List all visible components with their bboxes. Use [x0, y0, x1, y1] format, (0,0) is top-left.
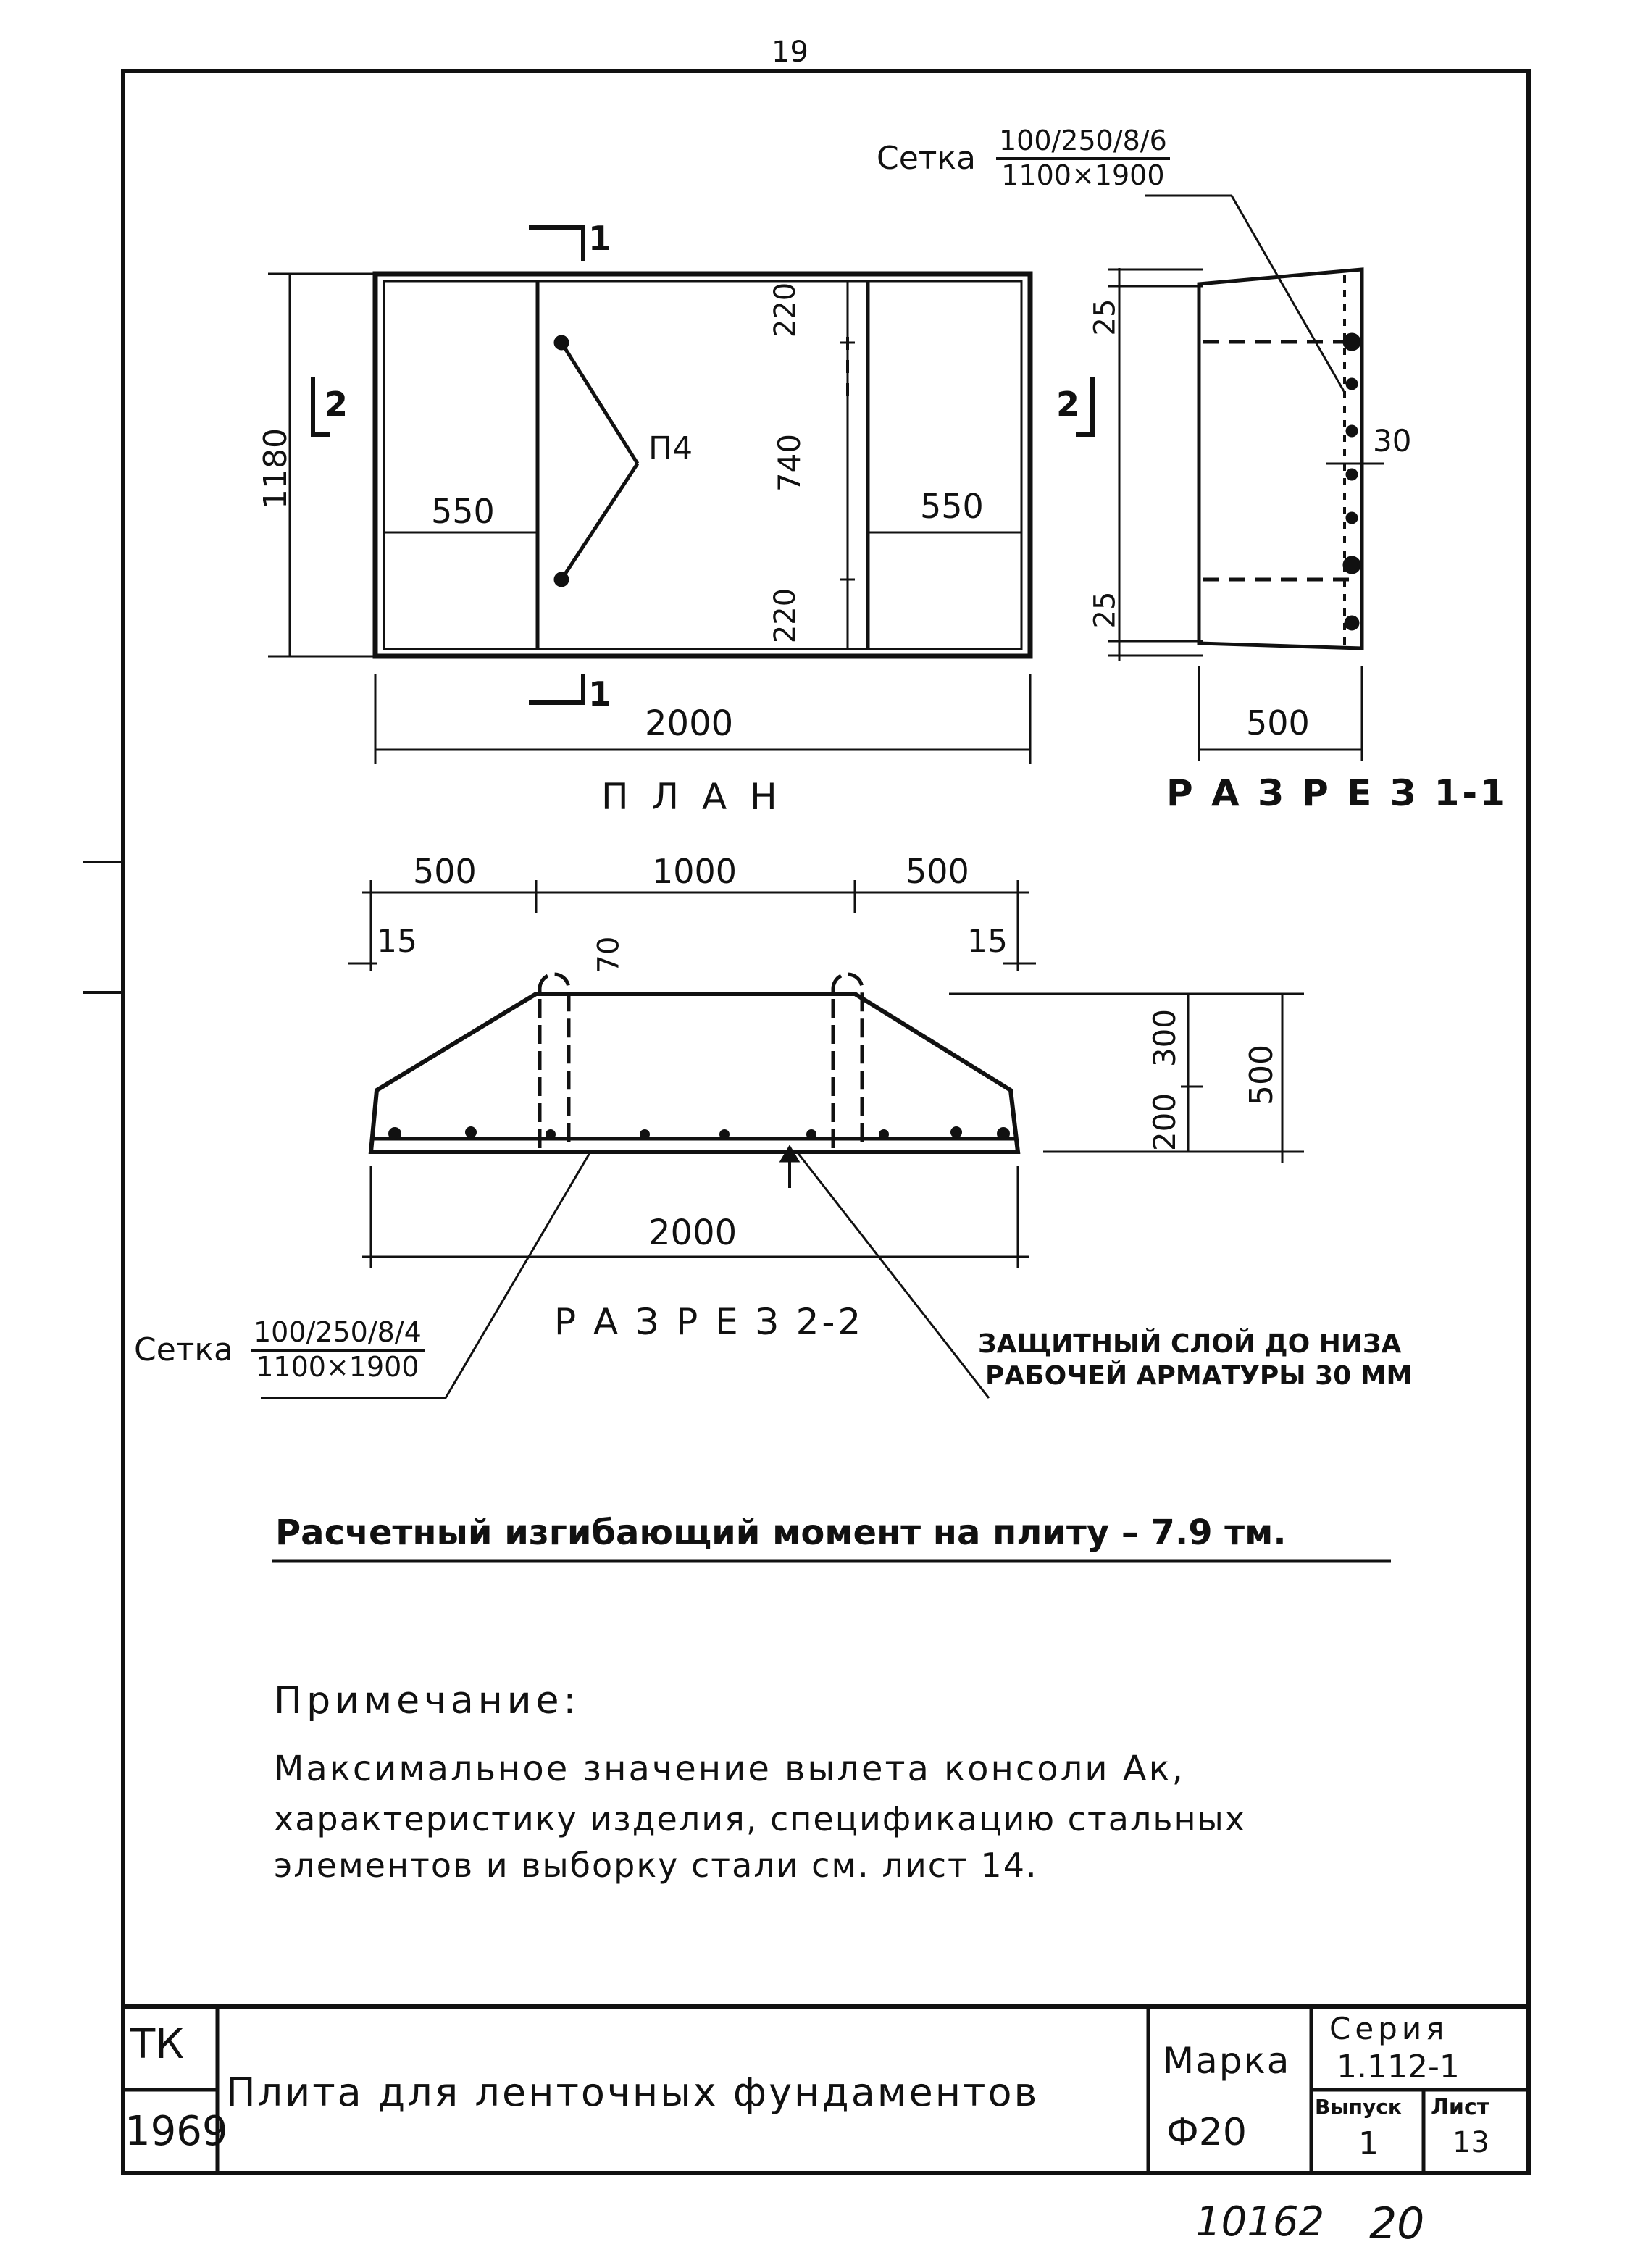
note-line-1: Максимальное значение вылета консоли Ак, [274, 1749, 1185, 1789]
section-2-2-dim-200: 200 [1147, 1092, 1183, 1152]
plan-dim-height: 1180 [256, 428, 294, 509]
plan-dim-740: 740 [772, 433, 808, 493]
section-2-2-mesh-fraction: 100/250/8/4 1100×1900 [250, 1318, 425, 1383]
title-block-list-value: 13 [1453, 2126, 1489, 2159]
title-block-list-label: Лист [1431, 2095, 1490, 2120]
section-2-2-mesh-label: Сетка 100/250/8/4 1100×1900 [134, 1318, 425, 1382]
page-number-top: 19 [772, 35, 808, 69]
note-line-2: характеристику изделия, спецификацию ста… [274, 1799, 1247, 1838]
section-2-2-dim-mid: 1000 [652, 852, 737, 891]
title-block-vypusk-label: Выпуск [1315, 2095, 1402, 2119]
section-2-2-cover-note-1: ЗАЩИТНЫЙ СЛОЙ ДО НИЗА [978, 1329, 1402, 1359]
section-1-1-mesh-den: 1100×1900 [1001, 159, 1165, 191]
title-block-org: ТК [130, 2021, 184, 2068]
section-2-2-mesh-den: 1100×1900 [256, 1350, 419, 1383]
section-1-1-mesh-num: 100/250/8/6 [995, 126, 1170, 160]
title-block-marka-label: Марка [1163, 2040, 1291, 2082]
section-2-2-dim-500: 500 [1242, 1045, 1280, 1105]
section-2-2-dim-edge-left: 15 [377, 923, 417, 960]
section-2-2-dim-left: 500 [413, 852, 477, 891]
plan-section-mark-left: 2 [325, 385, 348, 424]
section-2-2-title: Р А З Р Е З 2-2 [554, 1301, 864, 1343]
title-block-seria-value: 1.112-1 [1337, 2049, 1460, 2085]
plan-section-mark-bottom: 1 [588, 674, 612, 714]
section-2-2-dim-300: 300 [1147, 1008, 1183, 1068]
section-2-2-cover-note-2: РАБОЧЕЙ АРМАТУРЫ 30 ММ [985, 1361, 1413, 1391]
section-2-2-dim-total: 2000 [648, 1213, 737, 1253]
section-1-1-dim-width: 500 [1246, 703, 1310, 742]
plan-outline [372, 271, 1033, 659]
plan-dim-220-top: 220 [769, 282, 803, 338]
section-1-1-mesh-word: Сетка [877, 139, 976, 177]
plan-title: П Л А Н [601, 776, 783, 818]
plan-dim-left: 550 [431, 492, 495, 531]
plan-dim-220-bottom: 220 [769, 587, 803, 644]
section-2-2-dim-loop: 70 [592, 936, 626, 974]
section-2-2-outline [368, 992, 1021, 1154]
note-line-3: элементов и выборку стали см. лист 14. [274, 1846, 1038, 1885]
plan-loop-label: П4 [648, 430, 693, 467]
section-2-2-mesh-word: Сетка [134, 1331, 233, 1368]
title-block-vypusk-value: 1 [1358, 2125, 1379, 2162]
note-heading: Примечание: [274, 1679, 581, 1723]
section-1-1-dim-bottom: 25 [1088, 591, 1122, 629]
section-1-1-mesh-fraction: 100/250/8/6 1100×1900 [995, 126, 1170, 191]
section-1-1-mesh-label: Сетка 100/250/8/6 1100×1900 [877, 126, 1170, 191]
footer-right-number: 20 [1369, 2198, 1425, 2249]
section-1-1-dim-top: 25 [1088, 298, 1122, 336]
plan-section-mark-right: 2 [1056, 385, 1080, 424]
section-1-1-outline [1197, 267, 1364, 650]
title-block-year: 1969 [125, 2108, 228, 2155]
title-block-seria-label: Серия [1329, 2011, 1449, 2046]
section-2-2-mesh-num: 100/250/8/4 [250, 1318, 425, 1352]
section-2-2-dim-edge-right: 15 [967, 923, 1008, 960]
section-1-1-dim-right: 30 [1373, 423, 1412, 459]
section-1-1-title: Р А З Р Е З 1-1 [1166, 772, 1508, 814]
moment-text: Расчетный изгибающий момент на плиту – 7… [275, 1512, 1287, 1553]
plan-dim-right: 550 [920, 487, 984, 526]
plan-section-mark-top: 1 [588, 219, 612, 258]
title-block-name: Плита для ленточных фундаментов [226, 2070, 1040, 2115]
plan-dim-width: 2000 [645, 703, 734, 744]
footer-left-number: 10162 [1195, 2198, 1325, 2246]
title-block-marka-value: Ф20 [1166, 2111, 1247, 2154]
section-2-2-dim-right: 500 [906, 852, 969, 891]
sheet-frame [121, 69, 1531, 2175]
